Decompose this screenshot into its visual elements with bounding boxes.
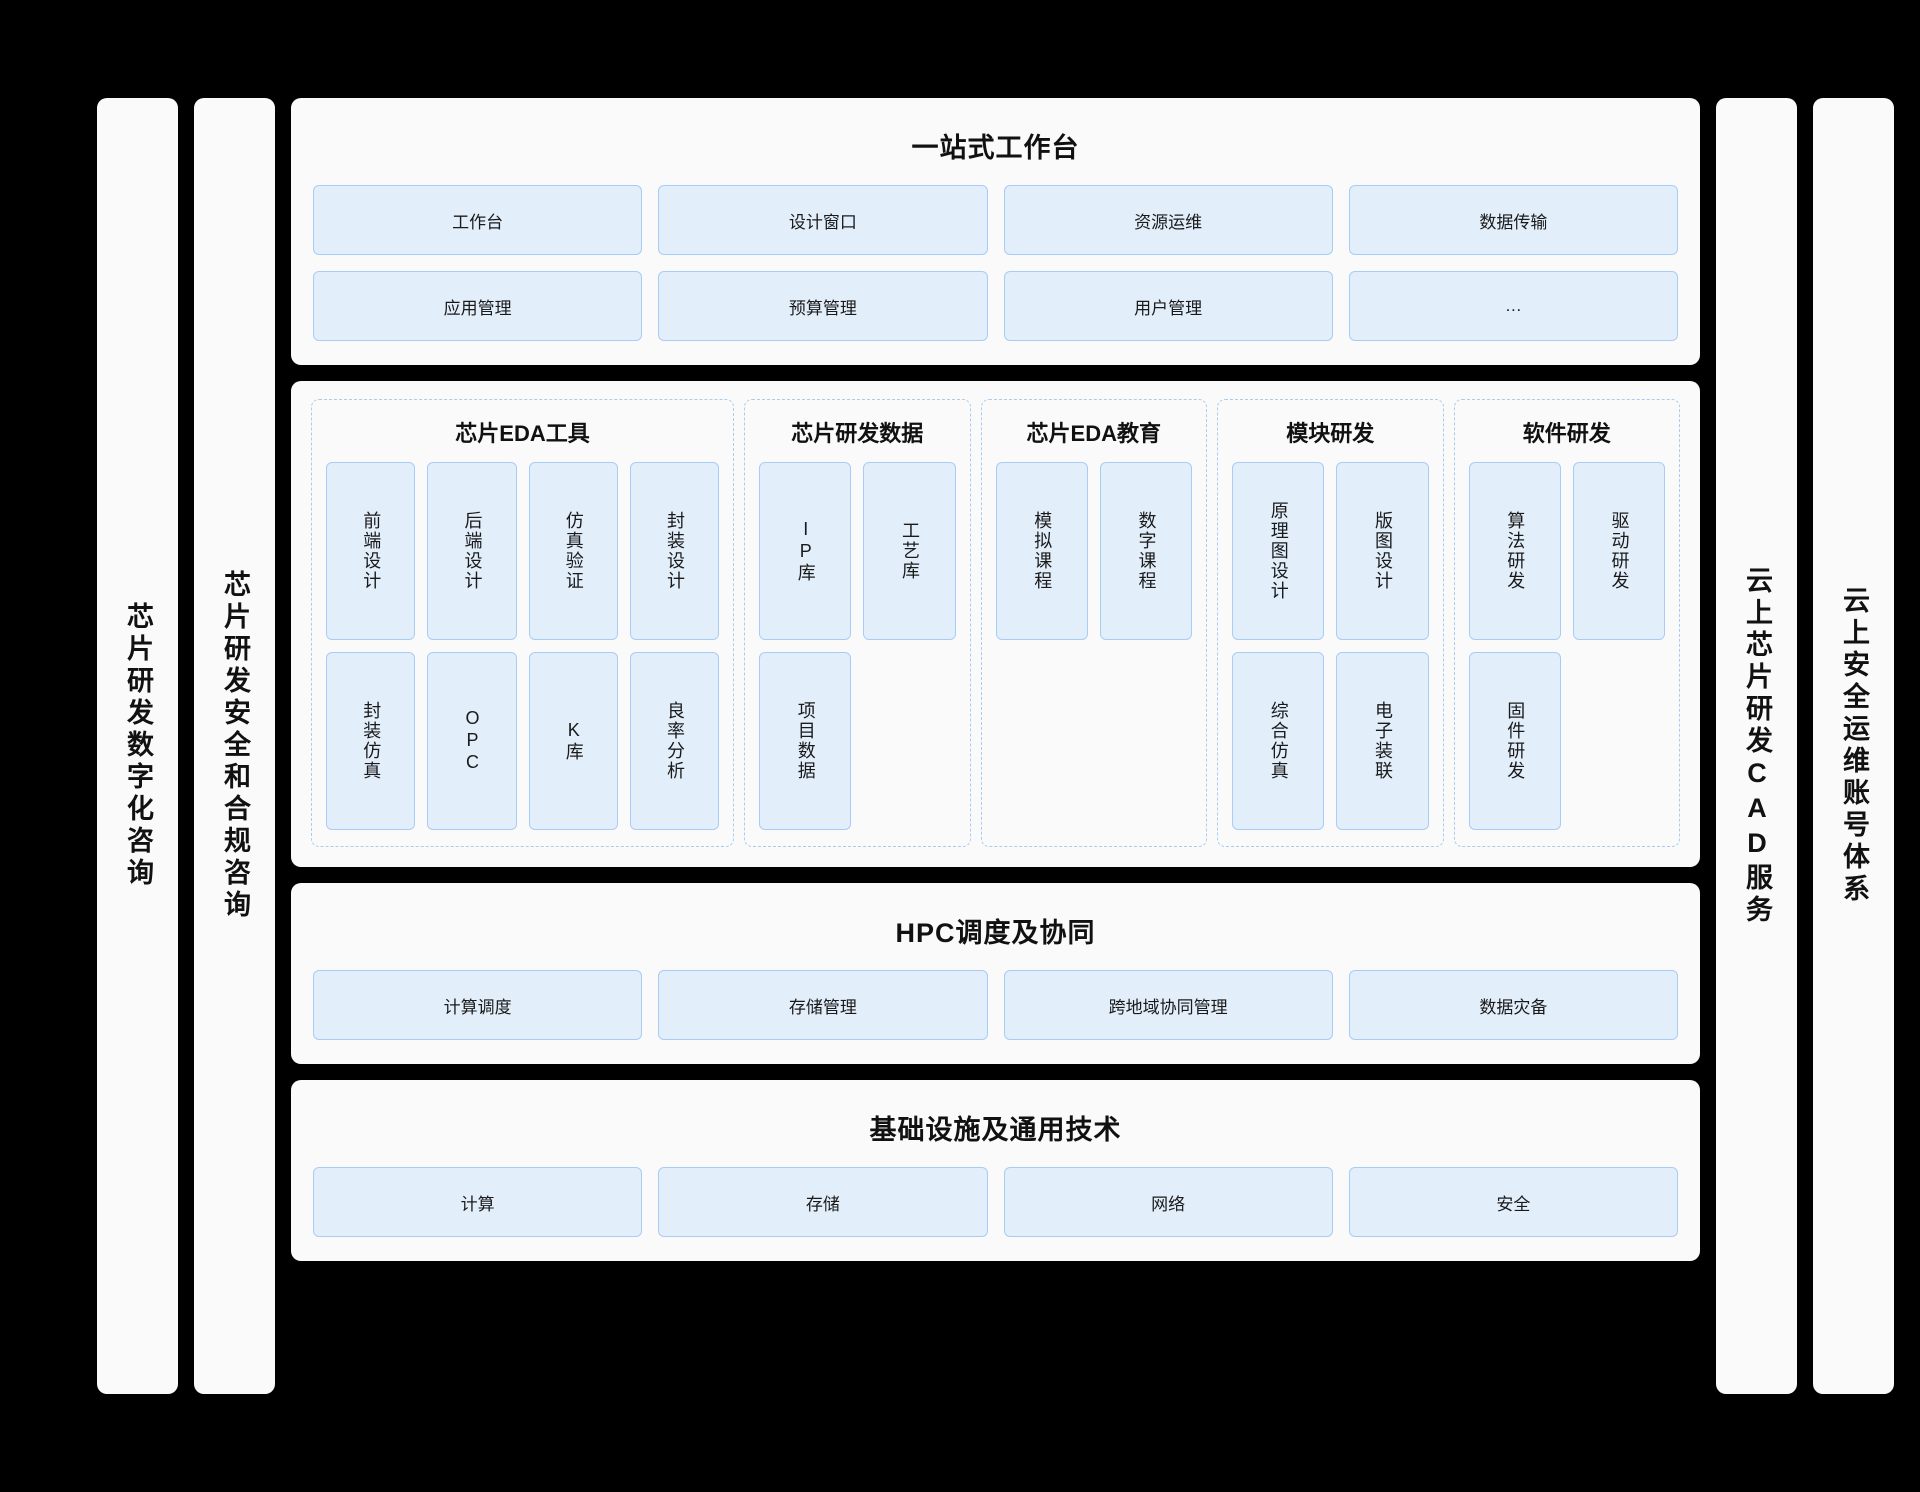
group-module-rd: 模块研发 原理图设计 版图设计 综合仿真 电子装联 [1217,399,1444,847]
capability-label: 工艺库 [899,521,920,581]
capability-card[interactable]: 前端设计 [326,462,416,640]
group-title: 芯片研发数据 [791,421,924,446]
group-chip-eda-tools: 芯片EDA工具 前端设计 后端设计 仿真验证 封装设计 封装仿真 OPC K库 … [311,399,734,847]
capability-card[interactable]: 封装仿真 [326,652,416,830]
capability-label: 综合仿真 [1268,701,1289,781]
infrastructure-title: 基础设施及通用技术 [869,1115,1122,1145]
capability-label: OPC [462,708,483,774]
workbench-card[interactable]: 设计窗口 [658,185,988,255]
capability-card[interactable]: 版图设计 [1336,462,1429,640]
group-chip-eda-education: 芯片EDA教育 模拟课程 数字课程 [980,399,1207,847]
capability-label: 原理图设计 [1268,501,1289,601]
group-grid: 模拟课程 数字课程 [995,462,1192,830]
hpc-card[interactable]: 跨地域协同管理 [1003,970,1333,1040]
pillar-cloud-security-ops-account-system: 云上安全运维账号体系 [1813,98,1894,1394]
group-chip-rd-data: 芯片研发数据 IP库 工艺库 项目数据 [744,399,971,847]
workbench-card[interactable]: 资源运维 [1003,185,1333,255]
capability-card[interactable]: 项目数据 [759,652,852,830]
group-title: 芯片EDA工具 [455,421,590,446]
workbench-card[interactable]: 工作台 [313,185,643,255]
workbench-row-1: 工作台 设计窗口 资源运维 数据传输 [313,185,1678,255]
capability-card[interactable]: K库 [528,652,618,830]
capability-card[interactable]: IP库 [759,462,852,640]
hpc-row: 计算调度 存储管理 跨地域协同管理 数据灾备 [313,970,1678,1040]
capability-card[interactable]: 电子装联 [1336,652,1429,830]
group-title: 芯片EDA教育 [1026,421,1161,446]
capability-label: 固件研发 [1505,701,1526,781]
capability-card[interactable]: 综合仿真 [1232,652,1325,830]
workbench-card[interactable]: 预算管理 [658,271,988,341]
capability-label: 封装仿真 [361,701,382,781]
capability-label: 模拟课程 [1032,511,1053,591]
hpc-card[interactable]: 存储管理 [658,970,988,1040]
capability-card[interactable]: 驱动研发 [1572,462,1665,640]
capability-label: 版图设计 [1372,511,1393,591]
infrastructure-card[interactable]: 安全 [1348,1167,1678,1237]
pillar-label: 芯片研发安全和合规咨询 [220,570,250,922]
capability-card[interactable]: 良率分析 [629,652,719,830]
center-stack: 一站式工作台 工作台 设计窗口 资源运维 数据传输 应用管理 预算管理 用户管理… [291,98,1700,1394]
workbench-card[interactable]: 用户管理 [1003,271,1333,341]
capability-card-placeholder [996,652,1088,830]
capability-card[interactable]: OPC [427,652,517,830]
pillar-cloud-chip-rd-cad-service: 云上芯片研发CAD服务 [1716,98,1797,1394]
capability-label: 数字课程 [1136,511,1157,591]
capability-card-placeholder [1100,652,1192,830]
capability-label: 仿真验证 [563,511,584,591]
pillar-chip-rd-security-compliance-consulting: 芯片研发安全和合规咨询 [194,98,275,1394]
group-grid: 前端设计 后端设计 仿真验证 封装设计 封装仿真 OPC K库 良率分析 [326,462,719,830]
capability-label: K库 [563,720,584,762]
group-title: 模块研发 [1286,421,1375,446]
capability-groups: 芯片EDA工具 前端设计 后端设计 仿真验证 封装设计 封装仿真 OPC K库 … [311,399,1680,847]
group-title: 软件研发 [1522,421,1611,446]
workbench-card[interactable]: 应用管理 [313,271,643,341]
pillar-label: 云上芯片研发CAD服务 [1742,565,1772,927]
group-grid: IP库 工艺库 项目数据 [759,462,956,830]
infrastructure-card[interactable]: 计算 [313,1167,643,1237]
group-software-rd: 软件研发 算法研发 驱动研发 固件研发 [1453,399,1680,847]
pillar-chip-rd-digital-consulting: 芯片研发数字化咨询 [97,98,178,1394]
capability-label: 项目数据 [795,701,816,781]
capability-card[interactable]: 仿真验证 [528,462,618,640]
capability-label: 前端设计 [361,511,382,591]
band-workbench: 一站式工作台 工作台 设计窗口 资源运维 数据传输 应用管理 预算管理 用户管理… [291,98,1700,365]
capability-card[interactable]: 工艺库 [863,462,956,640]
workbench-title: 一站式工作台 [911,133,1080,163]
capability-card-placeholder [863,652,955,830]
capability-label: 后端设计 [462,511,483,591]
architecture-layout: 芯片研发数字化咨询 芯片研发安全和合规咨询 一站式工作台 工作台 设计窗口 资源… [97,98,1894,1394]
group-grid: 原理图设计 版图设计 综合仿真 电子装联 [1232,462,1429,830]
band-infrastructure: 基础设施及通用技术 计算 存储 网络 安全 [291,1080,1700,1261]
capability-label: 电子装联 [1372,701,1393,781]
capability-card[interactable]: 固件研发 [1468,652,1561,830]
workbench-card[interactable]: 数据传输 [1348,185,1678,255]
capability-label: 驱动研发 [1609,511,1630,591]
infrastructure-card[interactable]: 网络 [1003,1167,1333,1237]
band-capability-groups: 芯片EDA工具 前端设计 后端设计 仿真验证 封装设计 封装仿真 OPC K库 … [291,381,1700,867]
band-hpc: HPC调度及协同 计算调度 存储管理 跨地域协同管理 数据灾备 [291,883,1700,1064]
capability-card[interactable]: 数字课程 [1099,462,1192,640]
capability-card[interactable]: 算法研发 [1468,462,1561,640]
hpc-card[interactable]: 计算调度 [313,970,643,1040]
capability-card[interactable]: 原理图设计 [1232,462,1325,640]
capability-card[interactable]: 后端设计 [427,462,517,640]
capability-label: IP库 [795,519,816,583]
group-grid: 算法研发 驱动研发 固件研发 [1468,462,1665,830]
infrastructure-card[interactable]: 存储 [658,1167,988,1237]
capability-label: 良率分析 [664,701,685,781]
capability-card[interactable]: 封装设计 [629,462,719,640]
capability-label: 算法研发 [1505,511,1526,591]
infrastructure-row: 计算 存储 网络 安全 [313,1167,1678,1237]
capability-label: 封装设计 [664,511,685,591]
workbench-card-more[interactable]: … [1348,271,1678,341]
hpc-title: HPC调度及协同 [895,918,1096,948]
workbench-row-2: 应用管理 预算管理 用户管理 … [313,271,1678,341]
pillar-label: 芯片研发数字化咨询 [123,602,153,890]
hpc-card[interactable]: 数据灾备 [1348,970,1678,1040]
capability-card-placeholder [1573,652,1665,830]
capability-card[interactable]: 模拟课程 [995,462,1088,640]
pillar-label: 云上安全运维账号体系 [1839,586,1869,906]
